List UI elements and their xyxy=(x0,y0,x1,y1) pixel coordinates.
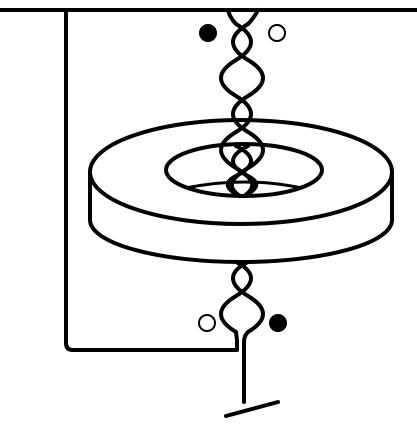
twisted-pair-through-core xyxy=(225,144,259,196)
toroid-core xyxy=(88,118,394,264)
twisted-pair-entry-right xyxy=(246,8,260,26)
core-top-face xyxy=(88,118,394,226)
twisted-pair-lower xyxy=(219,260,265,346)
ground-symbol xyxy=(224,400,280,418)
core-outer-side xyxy=(88,170,394,264)
polarity-dot-bottom-hollow xyxy=(198,314,216,332)
twisted-pair-entry-left xyxy=(226,8,238,26)
twisted-pair-upper xyxy=(219,22,265,198)
polarity-dot-bottom-filled xyxy=(269,314,287,332)
polarity-dot-top-filled xyxy=(199,24,217,42)
polarity-dot-top-hollow xyxy=(268,24,286,42)
return-wire-loop xyxy=(64,8,239,352)
core-hole xyxy=(164,142,324,198)
core-hole-depth xyxy=(184,180,304,190)
